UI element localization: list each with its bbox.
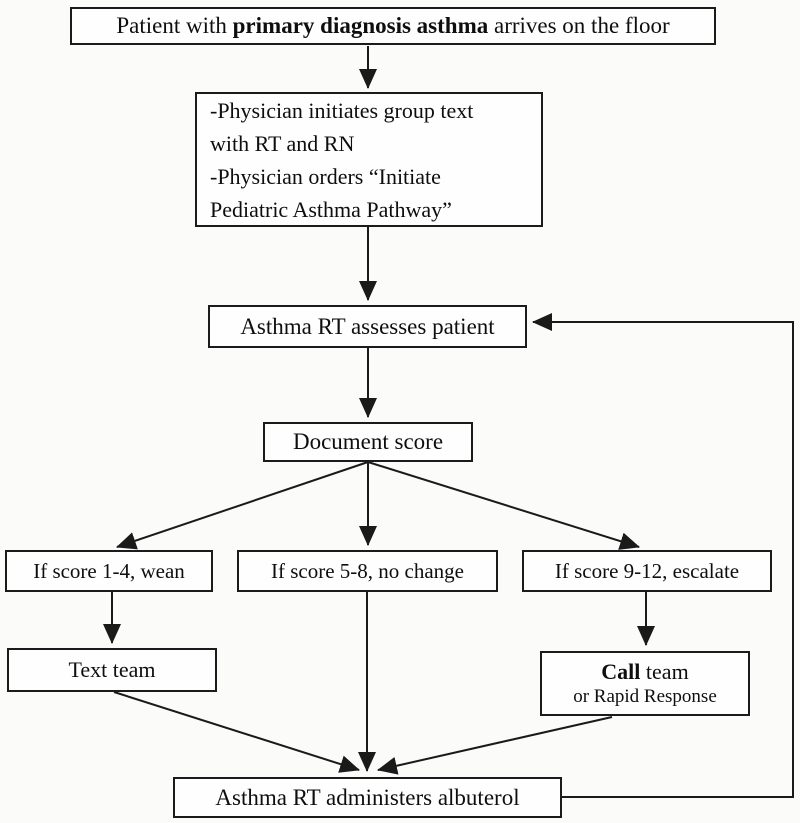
orders-line-3: -Physician orders “Initiate	[210, 163, 441, 189]
node-rt-assesses: Asthma RT assesses patient	[208, 305, 527, 348]
no-change-label: If score 5-8, no change	[271, 558, 464, 583]
arrow-administer-loop-to-assess	[532, 313, 794, 798]
arrival-text: Patient with primary diagnosis asthma ar…	[116, 13, 670, 39]
text-team-label: Text team	[68, 657, 156, 683]
escalate-label: If score 9-12, escalate	[554, 558, 740, 583]
assess-label: Asthma RT assesses patient	[240, 313, 495, 339]
node-patient-arrival: Patient with primary diagnosis asthma ar…	[70, 7, 716, 45]
arrow-score-to-escalate	[367, 461, 640, 550]
score-label: Document score	[292, 429, 444, 455]
wean-label: If score 1-4, wean	[33, 558, 185, 583]
node-score-1-4-wean: If score 1-4, wean	[5, 550, 213, 592]
call-team-line-1: Call team	[601, 658, 689, 684]
arrow-score-to-wean	[116, 461, 369, 550]
arrow-text-team-to-administer	[113, 691, 360, 773]
orders-line-4: Pediatric Asthma Pathway”	[210, 196, 452, 222]
node-document-score: Document score	[263, 422, 473, 462]
node-physician-orders: -Physician initiates group text with RT …	[195, 92, 543, 227]
call-team-line-2: or Rapid Response	[573, 686, 717, 708]
node-score-5-8-no-change: If score 5-8, no change	[237, 550, 498, 592]
arrow-call-team-to-administer	[377, 716, 613, 775]
node-call-team: Call team or Rapid Response	[540, 651, 750, 716]
node-score-9-12-escalate: If score 9-12, escalate	[522, 550, 772, 592]
node-text-team: Text team	[7, 648, 217, 692]
orders-line-1: -Physician initiates group text	[210, 97, 474, 123]
orders-line-2: with RT and RN	[210, 130, 355, 156]
node-rt-administers-albuterol: Asthma RT administers albuterol	[173, 777, 562, 818]
administer-label: Asthma RT administers albuterol	[215, 784, 520, 810]
